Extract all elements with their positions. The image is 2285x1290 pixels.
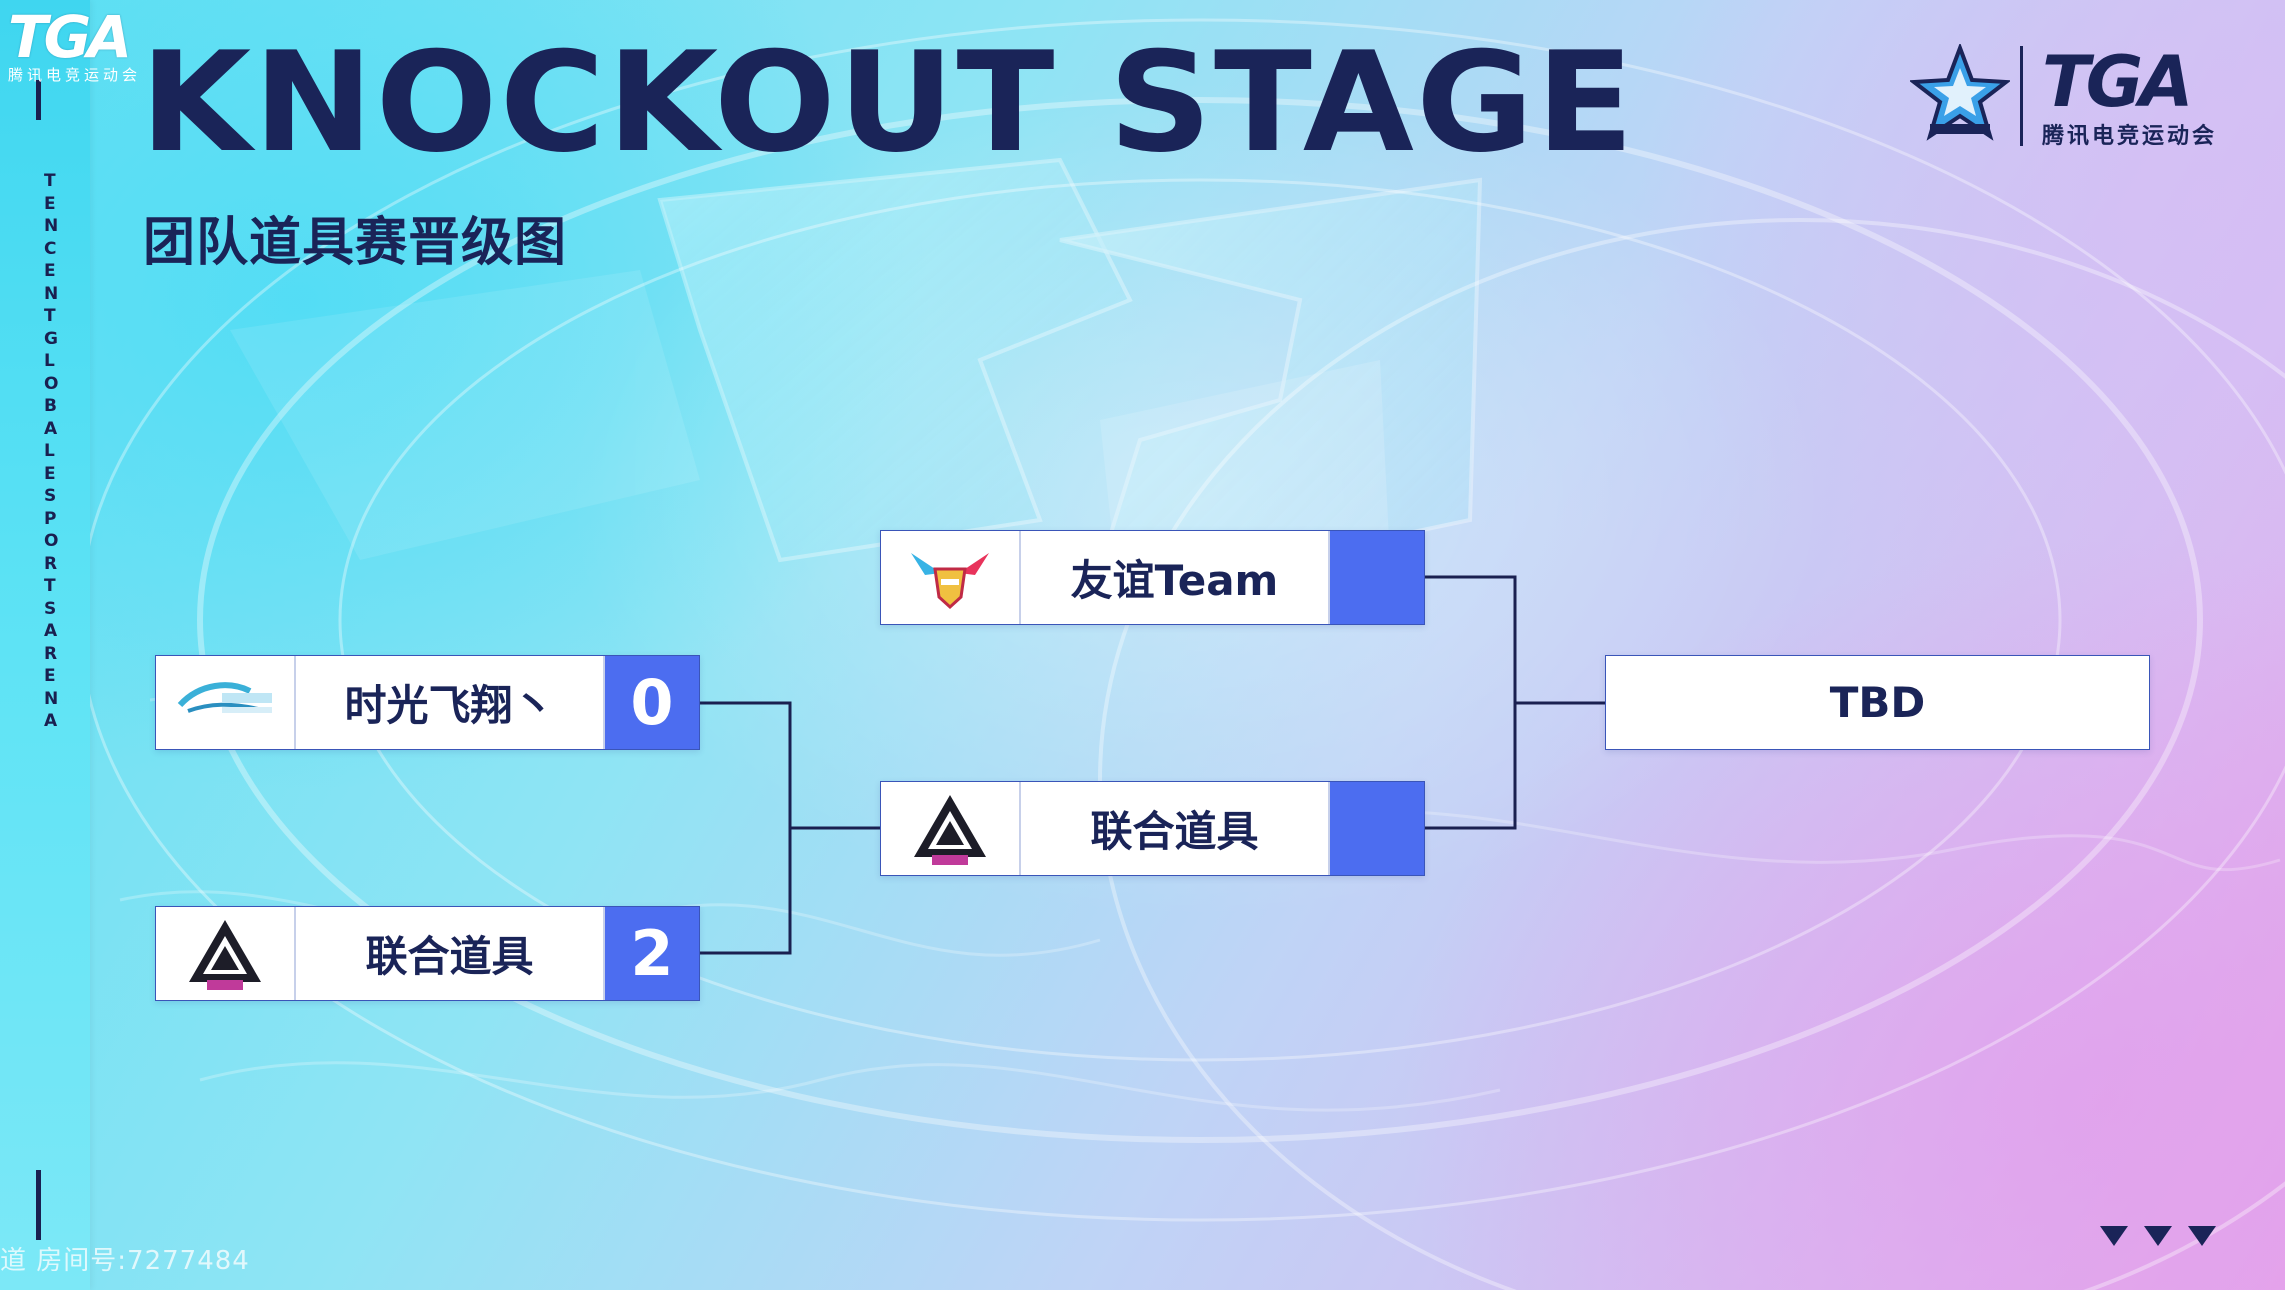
logo-divider (2020, 46, 2023, 146)
team-logo-cell (156, 907, 296, 1000)
lianhe-team-logo-icon (914, 794, 986, 865)
team-name: 联合道具 (1021, 782, 1330, 875)
team-logo-cell (881, 782, 1021, 875)
chevron-down-icon (2188, 1226, 2216, 1246)
tga-logo-top-right: TGA 腾讯电竞运动会 (1910, 42, 2240, 152)
tga-logo-mark-right: TGA (2042, 41, 2193, 123)
team-logo-cell (881, 531, 1021, 624)
team-name: 友谊Team (1021, 531, 1330, 624)
tga-logo-subtitle-right: 腾讯电竞运动会 (2042, 124, 2218, 149)
match-card-r1-bottom[interactable]: 联合道具 2 (155, 906, 700, 1001)
side-bar-bottom (36, 1170, 41, 1240)
team-score: 2 (605, 907, 699, 1000)
youyi-team-logo-icon (911, 552, 989, 609)
room-number-watermark: 道 房间号:7277484 (0, 1246, 250, 1276)
chevron-down-icon (2100, 1226, 2128, 1246)
chevron-down-icons (2100, 1226, 2216, 1246)
page-subtitle: 团队道具赛晋级图 (143, 213, 568, 273)
tga-logo-subtitle: 腾讯电竞运动会 (8, 66, 142, 84)
team-score: 0 (605, 656, 699, 749)
team-logo-cell (156, 656, 296, 749)
match-card-r2-bottom[interactable]: 联合道具 (880, 781, 1425, 876)
connector-round2 (1425, 575, 1605, 830)
team-score (1330, 531, 1424, 624)
star-cup-icon (1910, 44, 2010, 141)
side-strip: TENCENT GLOBAL ESPORTS ARENA (0, 0, 90, 1290)
shiguang-team-logo-icon (177, 681, 272, 713)
tga-logo-mark: TGA (8, 3, 132, 71)
lianhe-team-logo-icon (189, 919, 261, 990)
team-name: 时光飞翔丶 (296, 656, 605, 749)
chevron-down-icon (2144, 1226, 2172, 1246)
side-bar-top (36, 80, 41, 120)
match-card-r1-top[interactable]: 时光飞翔丶 0 (155, 655, 700, 750)
final-slot[interactable]: TBD (1605, 655, 2150, 750)
match-card-r2-top[interactable]: 友谊Team (880, 530, 1425, 625)
tga-logo-top-left: TGA 腾讯电竞运动会 (8, 8, 178, 88)
team-score (1330, 782, 1424, 875)
team-name: 联合道具 (296, 907, 605, 1000)
connector-round1 (700, 701, 880, 955)
page-title: KNOCKOUT STAGE (140, 22, 1637, 183)
